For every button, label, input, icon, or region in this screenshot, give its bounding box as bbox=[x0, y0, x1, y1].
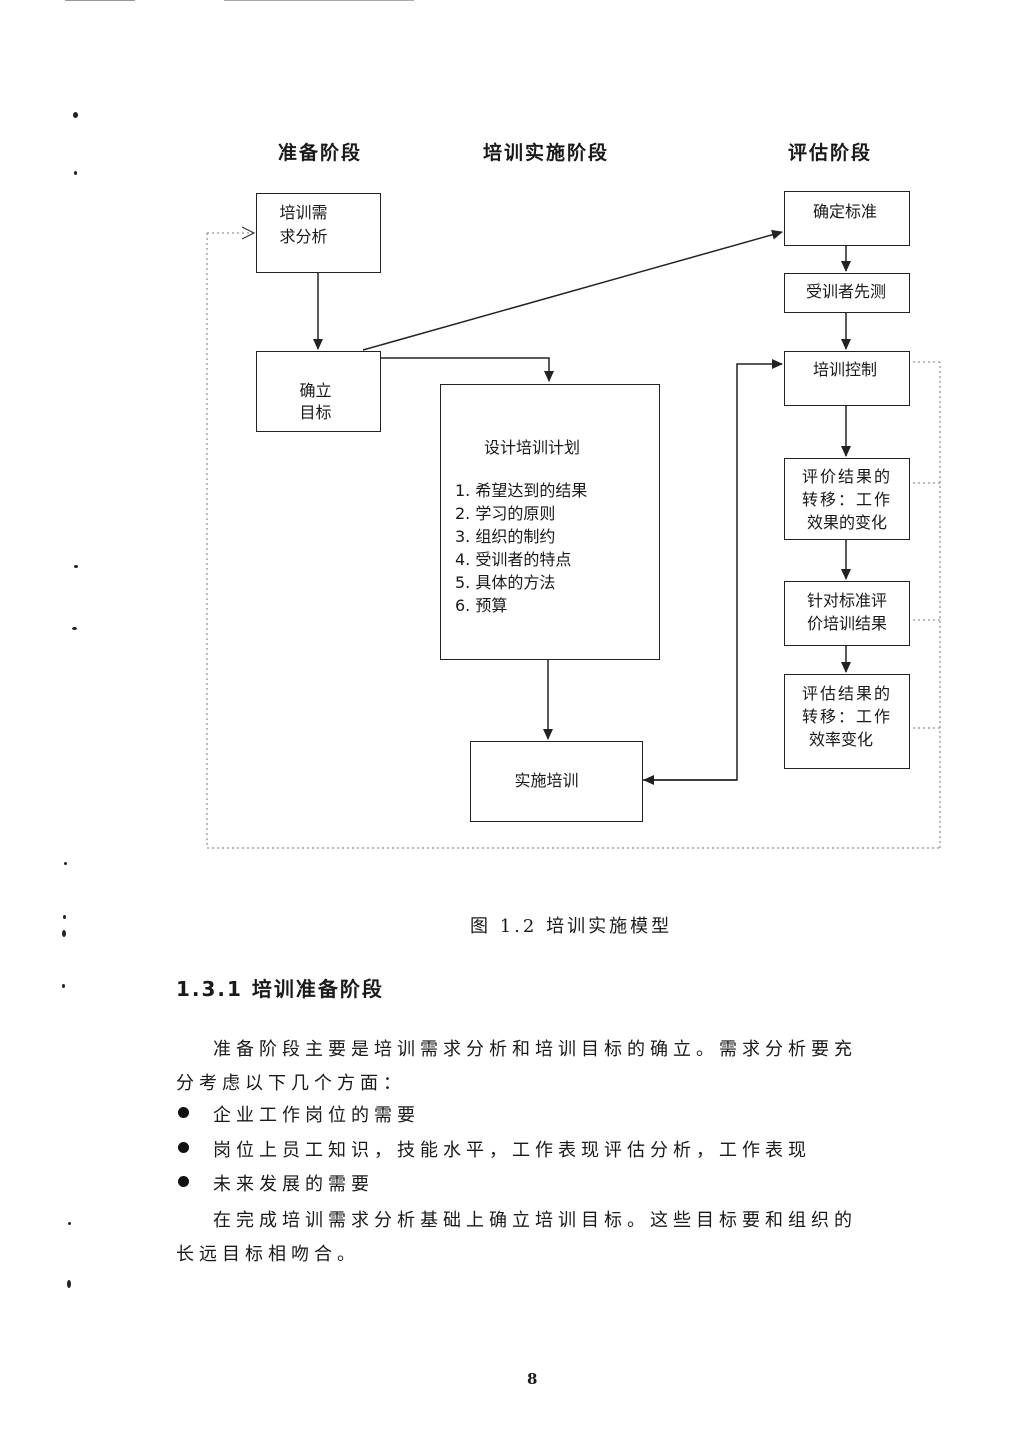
eval-transfer-effect-line-1: 评价结果的 bbox=[801, 467, 892, 486]
list-item: 企业工作岗位的需要 bbox=[213, 1105, 420, 1126]
box-trainee-pretest: 受训者先测 bbox=[784, 273, 910, 313]
list-item: 未来发展的需要 bbox=[213, 1174, 374, 1195]
paragraph-1-line-2: 分考虑以下几个方面： bbox=[176, 1073, 406, 1094]
eval-transfer-effect-line-3: 效果的变化 bbox=[806, 513, 887, 532]
dotted-feedback-frame bbox=[206, 233, 941, 849]
needs-analysis-line-2: 求分析 bbox=[279, 227, 328, 246]
eval-transfer-effect-line-2: 转移：工作 bbox=[801, 490, 892, 509]
design-plan-item: 5. 具体的方法 bbox=[455, 573, 556, 592]
paragraph-1-line-1: 准备阶段主要是培训需求分析和培训目标的确立。需求分析要充 bbox=[213, 1039, 857, 1060]
box-eval-transfer-efficiency: 评估结果的 转移：工作 效率变化 bbox=[784, 674, 910, 769]
header-preparation: 准备阶段 bbox=[278, 142, 363, 164]
paragraph-2-line-1: 在完成培训需求分析基础上确立培训目标。这些目标要和组织的 bbox=[213, 1210, 857, 1231]
design-plan-title: 设计培训计划 bbox=[484, 438, 581, 457]
box-eval-transfer-effect: 评价结果的 转移：工作 效果的变化 bbox=[784, 458, 910, 540]
box-set-objectives: 确立 目标 bbox=[256, 351, 381, 432]
bullet-dot-icon bbox=[178, 1142, 189, 1153]
box-training-control: 培训控制 bbox=[784, 351, 910, 406]
eval-transfer-efficiency-line-1: 评估结果的 bbox=[801, 684, 892, 703]
box-design-training-plan: 设计培训计划 1. 希望达到的结果 2. 学习的原则 3. 组织的制约 4. 受… bbox=[440, 384, 660, 660]
set-objectives-line-2: 目标 bbox=[299, 403, 332, 422]
box-set-criteria: 确定标准 bbox=[784, 191, 910, 246]
eval-against-criteria-line-1: 针对标准评 bbox=[806, 591, 887, 610]
needs-analysis-line-1: 培训需 bbox=[279, 203, 328, 222]
section-heading: 1.3.1 培训准备阶段 bbox=[176, 977, 384, 1001]
eval-against-criteria-line-2: 价培训结果 bbox=[806, 614, 887, 633]
box-implement-training: 实施培训 bbox=[470, 741, 643, 822]
eval-transfer-efficiency-line-3: 效率变化 bbox=[808, 730, 873, 749]
design-plan-item: 6. 预算 bbox=[455, 596, 508, 615]
page-number: 8 bbox=[527, 1370, 538, 1388]
set-objectives-line-1: 确立 bbox=[299, 381, 332, 400]
figure-caption: 图 1.2 培训实施模型 bbox=[470, 916, 673, 937]
bullet-dot-icon bbox=[178, 1176, 189, 1187]
design-plan-item: 4. 受训者的特点 bbox=[455, 550, 572, 569]
design-plan-item: 1. 希望达到的结果 bbox=[455, 481, 588, 500]
arrow-implement-to-control bbox=[641, 359, 783, 781]
design-plan-item: 2. 学习的原则 bbox=[455, 504, 556, 523]
list-item: 岗位上员工知识，技能水平，工作表现评估分析，工作表现 bbox=[213, 1140, 811, 1161]
design-plan-item: 3. 组织的制约 bbox=[455, 527, 556, 546]
box-needs-analysis: 培训需 求分析 bbox=[256, 193, 381, 273]
eval-transfer-efficiency-line-2: 转移：工作 bbox=[801, 707, 892, 726]
bullet-dot-icon bbox=[178, 1107, 189, 1118]
trainee-pretest-label: 受训者先测 bbox=[805, 282, 886, 301]
paragraph-2-line-2: 长远目标相吻合。 bbox=[176, 1244, 360, 1265]
arrow-objectives-to-criteria bbox=[362, 229, 783, 351]
header-evaluation: 评估阶段 bbox=[788, 142, 873, 164]
training-control-label: 培训控制 bbox=[812, 360, 877, 379]
set-criteria-label: 确定标准 bbox=[812, 202, 877, 221]
arrow-objectives-to-design bbox=[379, 357, 554, 382]
implement-training-label: 实施培训 bbox=[514, 771, 579, 790]
header-implementation: 培训实施阶段 bbox=[483, 142, 610, 164]
box-eval-against-criteria: 针对标准评 价培训结果 bbox=[784, 581, 910, 646]
